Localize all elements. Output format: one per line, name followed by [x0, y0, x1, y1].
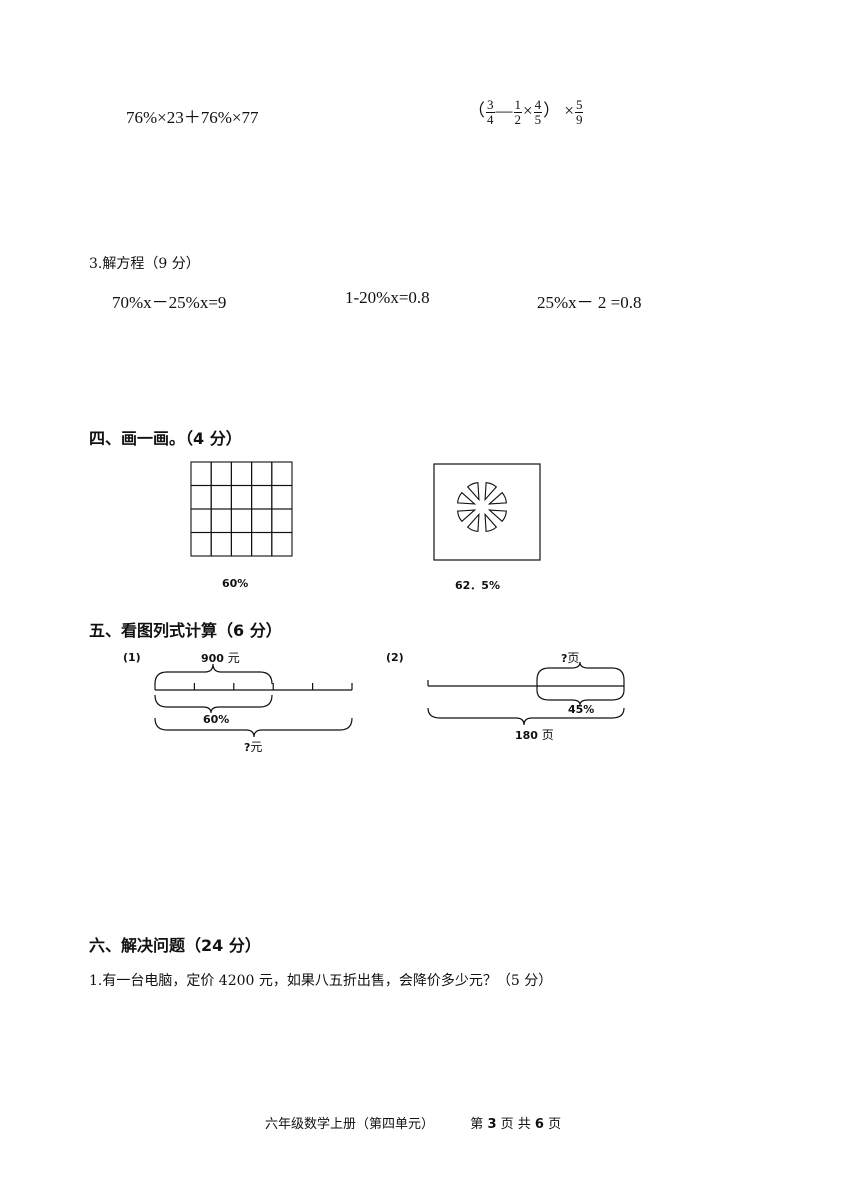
diagram-2-bottom-brace: [427, 707, 625, 726]
equation-3: 25%x－ 2 =0.8: [537, 293, 642, 312]
grid-cell[interactable]: [210, 461, 232, 487]
grid-cell[interactable]: [271, 484, 293, 510]
diagram-2: [427, 661, 625, 726]
section-5-title: 五、看图列式计算（6 分）: [89, 621, 282, 640]
pie-frame: [433, 463, 541, 561]
grid-cell[interactable]: [230, 461, 253, 487]
expression-1: 76%×23＋76%×77: [126, 108, 259, 127]
diagram-2-top-brace: [536, 661, 625, 690]
minus-sign: —: [495, 101, 513, 120]
pie-piece: [457, 509, 477, 523]
pie-piece: [484, 482, 498, 502]
section-6-title: 六、解决问题（24 分）: [89, 936, 261, 955]
times-sign: ×: [523, 101, 533, 120]
problem-1: 1.有一台电脑，定价 4200 元，如果八五折出售，会降价多少元？（5 分）: [89, 973, 553, 989]
grid-cell[interactable]: [190, 461, 212, 487]
grid-cell[interactable]: [271, 531, 293, 557]
solve-equations-title: 3.解方程（9 分）: [89, 256, 200, 272]
pie-piece: [466, 512, 480, 532]
diagram-1-top-label: 900 元: [201, 651, 240, 665]
diagram-1-mid-label: 60%: [203, 713, 230, 726]
times-sign: ×: [564, 101, 574, 120]
grid-cell[interactable]: [251, 508, 273, 534]
pie-piece: [457, 491, 477, 505]
grid-cell[interactable]: [190, 531, 212, 557]
equation-1: 70%x－25%x=9: [112, 293, 227, 312]
diagram-1-tag: (1): [123, 651, 141, 664]
grid-cell[interactable]: [230, 484, 253, 510]
grid-cell[interactable]: [271, 461, 293, 487]
grid-cell[interactable]: [210, 508, 232, 534]
grid-cell[interactable]: [251, 484, 273, 510]
paren-open: （: [468, 101, 485, 120]
diagram-1-mid-brace: [154, 694, 273, 714]
grid-percent-label: 60%: [222, 577, 249, 590]
diagram-2-top-label: ?页: [561, 651, 580, 665]
diagram-2-tag: (2): [386, 651, 404, 664]
grid-cell[interactable]: [210, 531, 232, 557]
diagram-1-top-brace: [154, 663, 273, 685]
diagram-1-bottom-brace: [154, 717, 353, 738]
grid-cell[interactable]: [251, 461, 273, 487]
diagram-1-ticks: [154, 683, 353, 690]
footer-total-pages: 6: [534, 1117, 544, 1132]
grid-cell[interactable]: [210, 484, 232, 510]
grid-cell[interactable]: [271, 508, 293, 534]
section-4-title: 四、画一画。（4 分）: [89, 429, 242, 448]
page-footer: 六年级数学上册（第四单元） 第 3 页 共 6 页: [265, 1117, 562, 1132]
equation-2: 1-20%x=0.8: [345, 288, 430, 307]
footer-book-title: 六年级数学上册（第四单元）: [265, 1117, 435, 1132]
pie-piece: [487, 509, 507, 523]
footer-page-number: 3: [487, 1117, 497, 1132]
paren-close: ）: [543, 101, 561, 120]
diagram-1: [154, 663, 353, 738]
diagram-1-bottom-label: ?元: [244, 740, 263, 754]
diagram-2-mid-brace: [536, 689, 625, 706]
grid-cell[interactable]: [230, 508, 253, 534]
pie-pieces: [457, 482, 507, 532]
grid-figure[interactable]: [190, 461, 293, 557]
pie-figure[interactable]: [433, 463, 541, 561]
grid-cell[interactable]: [230, 531, 253, 557]
grid-cell[interactable]: [190, 484, 212, 510]
pie-piece: [487, 491, 507, 505]
grid-cell[interactable]: [190, 508, 212, 534]
grid-cell[interactable]: [251, 531, 273, 557]
pie-piece: [484, 512, 498, 532]
diagram-2-bottom-label: 180 页: [515, 728, 554, 742]
pie-percent-label: 62．5%: [455, 579, 500, 592]
pie-piece: [466, 482, 480, 502]
diagram-2-mid-label: 45%: [568, 703, 595, 716]
